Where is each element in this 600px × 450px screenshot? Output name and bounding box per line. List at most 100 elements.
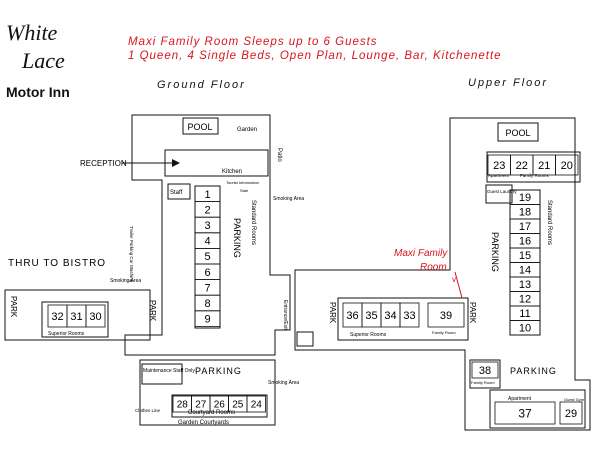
room-33: 33: [403, 310, 415, 322]
room-24: 24: [251, 400, 263, 411]
pool-ground: [182, 117, 219, 135]
trailer-parking-label: Trailer Parking Car Washing: [129, 226, 134, 283]
room-14: 14: [519, 265, 531, 277]
room-23: 23: [493, 160, 505, 172]
park-upper-center: PARKING: [490, 232, 500, 272]
park-upper-left: PARK: [328, 302, 337, 324]
room-7: 7: [204, 282, 210, 294]
reception-label: RECEPTION: [80, 159, 127, 168]
garden-courtyards-label: Garden Courtyards: [178, 420, 229, 426]
room-22: 22: [516, 160, 528, 172]
ground-floor-title: Ground Floor: [157, 79, 246, 91]
apartment-bottom-block: [489, 389, 586, 429]
clothes-line-label: Clothes Line: [135, 408, 161, 413]
room-27: 27: [195, 400, 207, 411]
pool-upper-label: POOL: [505, 128, 530, 138]
room-37: 37: [518, 406, 532, 420]
guest-laundry-label: Guest Laundry: [487, 189, 517, 194]
room-18: 18: [519, 207, 531, 219]
room-9-cell: [194, 310, 221, 327]
room-21: 21: [538, 160, 550, 172]
courtyard-rooms-block: [171, 394, 268, 418]
smoking-area-left: Smoking Area: [110, 278, 141, 284]
family-room-38-label: Family Room: [471, 380, 495, 385]
room-29: 29: [565, 408, 577, 420]
room-4: 4: [204, 236, 210, 248]
room-24-cell: [246, 395, 266, 413]
smoking-area-bottom: Smoking Area: [268, 380, 299, 386]
upper-floor-title: Upper Floor: [468, 77, 549, 89]
guest-laundry: [485, 184, 513, 204]
room-15: 15: [519, 250, 531, 262]
standard-rooms-label: Standard Rooms: [250, 200, 256, 245]
garden-label: Garden: [237, 127, 257, 133]
apartment-bottom-label: Apartment: [508, 396, 532, 402]
room-12: 12: [519, 294, 531, 306]
pool-upper: [497, 122, 539, 142]
entrance-exit-label: Entrance/Exit: [282, 300, 288, 330]
pool-ground-label: POOL: [187, 122, 212, 132]
room-39: 39: [440, 310, 452, 322]
patio-label: Patio: [276, 148, 282, 162]
standard-rooms-upper-label: Standard Rooms: [546, 200, 552, 245]
logo-lace: Lace: [22, 48, 65, 73]
room-31: 31: [70, 311, 82, 323]
upper-top-block: [486, 151, 581, 183]
room-16: 16: [519, 236, 531, 248]
maintenance-room: [141, 363, 183, 385]
room-36: 36: [346, 310, 358, 322]
parking-upper-bottom-label: PARKING: [510, 366, 557, 376]
room-32: 32: [51, 311, 63, 323]
header-line-2: 1 Queen, 4 Single Beds, Open Plan, Loung…: [128, 50, 502, 62]
room-25: 25: [232, 400, 244, 411]
thru-to-bistro-label: THRU TO BISTRO: [8, 258, 106, 269]
room-26: 26: [214, 400, 226, 411]
family-rooms-label: Family Rooms: [520, 173, 550, 178]
superior-rooms-upper-label: Superior Rooms: [350, 332, 387, 338]
room-20-cell: [555, 154, 579, 176]
room-9: 9: [204, 314, 210, 326]
header-line-1: Maxi Family Room Sleeps up to 6 Guests: [128, 36, 378, 48]
room-17: 17: [519, 221, 531, 233]
maxi-callout-arrow: v: [452, 275, 456, 284]
parking-bottom-label: PARKING: [195, 366, 242, 376]
guest-gym-label: Guest Gym: [564, 397, 585, 402]
maxi-callout-line-1: Maxi Family: [394, 248, 448, 259]
ground-courtyard-wing: [139, 359, 276, 426]
room-2: 2: [204, 204, 210, 216]
room-5: 5: [204, 251, 210, 263]
family-room-39-label: Family Room: [432, 330, 456, 335]
room-10-cell: [509, 320, 541, 336]
ground-left-wing: [4, 289, 151, 341]
logo-motor-inn: Motor Inn: [6, 84, 70, 100]
room-35: 35: [365, 310, 377, 322]
tourist-info-label: Tourist Information: [226, 180, 259, 185]
room-30-cell: [85, 304, 106, 328]
kitchen-block: [164, 149, 269, 177]
smoking-area-right: Smoking Area: [273, 196, 304, 202]
park-ground-left: PARK: [9, 296, 18, 318]
apartment-top-label: Apartment: [488, 173, 510, 178]
upper-main-outline: [294, 117, 591, 431]
staff-label: Staff: [170, 190, 183, 196]
room-20: 20: [561, 160, 573, 172]
upper-superior-block: [337, 297, 469, 341]
kitchen-label: Kitchen: [222, 169, 242, 175]
room-6: 6: [204, 267, 210, 279]
staff-room: [167, 183, 191, 200]
maxi-callout-line-2: Room: [420, 262, 447, 273]
logo-white: White: [6, 20, 58, 45]
ground-main-outline: [124, 114, 291, 356]
room-10: 10: [519, 323, 531, 335]
maintenance-label: Maintenance Staff Only: [143, 368, 195, 374]
upper-stair: [296, 331, 314, 347]
room-13: 13: [519, 279, 531, 291]
room-38: 38: [479, 365, 491, 377]
room-37-cell: [494, 401, 556, 425]
stair-label: Stair: [240, 188, 249, 193]
park-upper-right: PARK: [468, 302, 477, 324]
room-3: 3: [204, 220, 210, 232]
room-34: 34: [384, 310, 396, 322]
room-29-cell: [559, 401, 583, 425]
